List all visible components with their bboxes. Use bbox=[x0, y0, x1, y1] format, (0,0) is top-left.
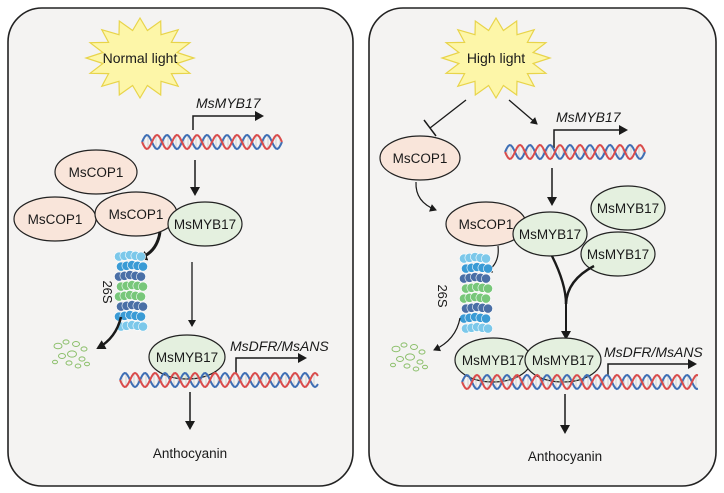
right-gene-dna bbox=[504, 143, 646, 161]
left-gene-label: MsMYB17 bbox=[196, 95, 262, 111]
left-gene-promoter-arrow bbox=[192, 111, 264, 130]
left-cop1-bound: MsCOP1 bbox=[94, 191, 178, 237]
right-myb17-center: MsMYB17 bbox=[512, 211, 588, 257]
right-26s-proteasome-icon bbox=[459, 252, 493, 334]
right-myb17-lower: MsMYB17 bbox=[580, 231, 656, 277]
right-proteasome-label: 26S bbox=[435, 284, 450, 307]
right-myb17-upper-label: MsMYB17 bbox=[597, 201, 659, 216]
right-inhibition-line bbox=[429, 99, 467, 129]
right-debris-arrow bbox=[433, 317, 461, 352]
left-proteasome-label: 26S bbox=[100, 280, 115, 303]
right-cop1-bound: MsCOP1 bbox=[445, 201, 527, 247]
right-gene-promoter-arrow bbox=[553, 125, 628, 148]
right-induction-arrow bbox=[508, 99, 538, 125]
left-myb17-bound-label: MsMYB17 bbox=[174, 217, 236, 232]
right-target-dna bbox=[461, 373, 699, 391]
left-cop1-free-2-label: MsCOP1 bbox=[28, 212, 83, 227]
left-myb17-bound: MsMYB17 bbox=[167, 201, 243, 247]
normal-light-sun-icon bbox=[84, 16, 196, 100]
right-myb17-promoter-2: MsMYB17 bbox=[524, 337, 602, 383]
left-myb17-promoter: MsMYB17 bbox=[148, 334, 226, 380]
right-degraded-protein-icon bbox=[390, 342, 428, 372]
right-cop1-free-label: MsCOP1 bbox=[393, 151, 448, 166]
left-debris-arrow bbox=[96, 316, 123, 350]
left-myb17-promoter-label: MsMYB17 bbox=[156, 350, 218, 365]
left-cop1-free-1-label: MsCOP1 bbox=[69, 165, 124, 180]
left-product-label: Anthocyanin bbox=[153, 446, 227, 461]
left-panel-frame bbox=[7, 7, 354, 487]
right-product-label: Anthocyanin bbox=[528, 449, 602, 464]
right-gene-label: MsMYB17 bbox=[556, 109, 622, 125]
right-myb17-promoter-2-label: MsMYB17 bbox=[532, 353, 594, 368]
normal-light-label: Normal light bbox=[103, 50, 178, 66]
right-cop1-bound-label: MsCOP1 bbox=[459, 217, 514, 232]
left-target-dna bbox=[119, 371, 319, 389]
right-myb17-center-label: MsMYB17 bbox=[519, 227, 581, 242]
left-degraded-protein-icon bbox=[52, 339, 90, 369]
right-target-gene-label: MsDFR/MsANS bbox=[604, 344, 703, 360]
high-light-label: High light bbox=[467, 50, 525, 66]
right-myb17-lower-label: MsMYB17 bbox=[587, 247, 649, 262]
right-cop1-arrow bbox=[415, 181, 437, 212]
right-myb17-promoter-1-label: MsMYB17 bbox=[462, 353, 524, 368]
right-inhibition-bar bbox=[423, 119, 437, 137]
right-myb17-promoter-1: MsMYB17 bbox=[454, 337, 532, 383]
right-myb17-upper: MsMYB17 bbox=[590, 185, 666, 231]
left-26s-proteasome-icon bbox=[114, 250, 148, 332]
left-cop1-free-2: MsCOP1 bbox=[13, 196, 97, 242]
left-target-gene-label: MsDFR/MsANS bbox=[230, 338, 329, 354]
right-converge-line-right bbox=[564, 264, 595, 305]
right-target-promoter-arrow bbox=[607, 359, 697, 376]
left-target-promoter-arrow bbox=[235, 353, 307, 374]
left-panel: Normal light MsMYB17 MsCOP1 MsCOP1 MsCOP… bbox=[7, 7, 354, 487]
right-cop1-free: MsCOP1 bbox=[379, 135, 461, 181]
left-cop1-bound-label: MsCOP1 bbox=[109, 207, 164, 222]
left-cop1-free-1: MsCOP1 bbox=[54, 149, 138, 195]
right-panel: High light MsMYB17 MsCOP1 MsCOP1 MsMYB17 bbox=[368, 7, 717, 487]
left-gene-dna bbox=[141, 133, 283, 151]
high-light-sun-icon bbox=[440, 16, 552, 100]
